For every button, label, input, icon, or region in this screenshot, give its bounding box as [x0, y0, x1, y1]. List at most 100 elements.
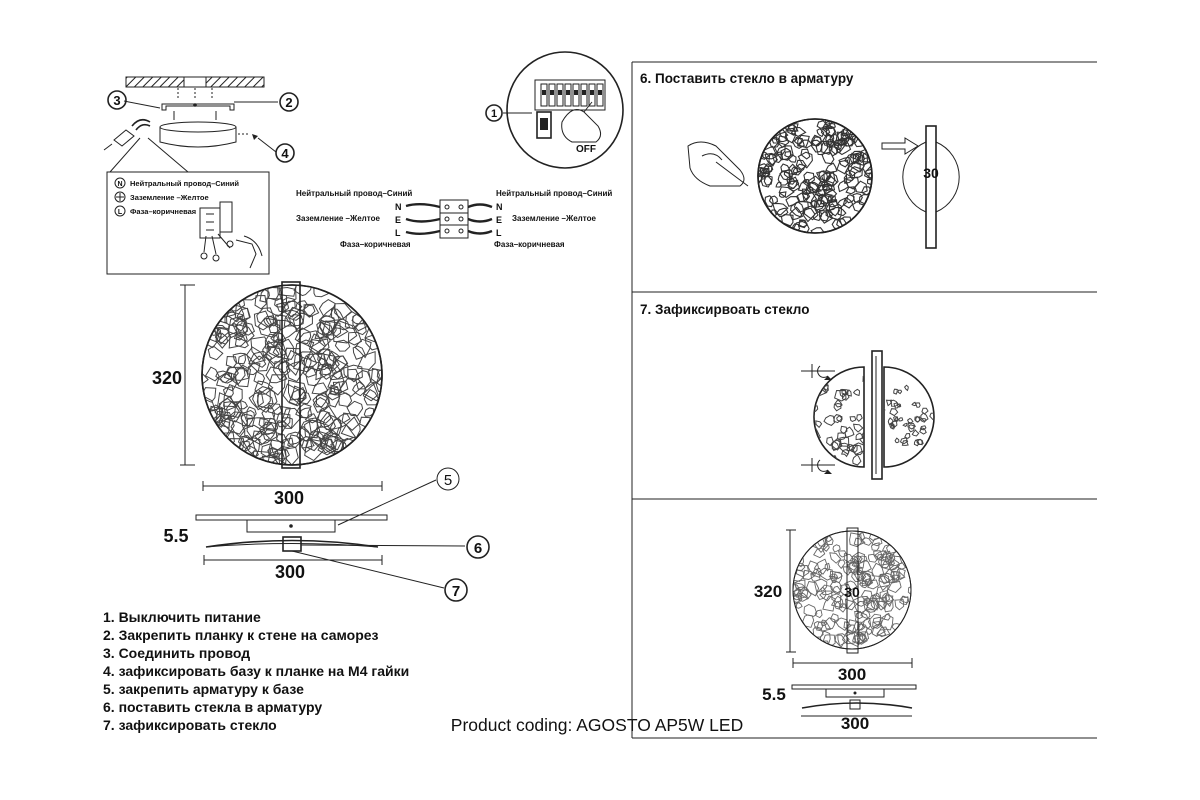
crack-cell	[855, 611, 869, 626]
breaker-off-bubble: OFF	[506, 51, 624, 169]
crack-cell	[258, 417, 272, 430]
crack-cell	[759, 167, 769, 174]
crack-cell	[874, 550, 888, 562]
crack-cell	[793, 589, 803, 601]
crack-cell	[911, 429, 920, 437]
crack-cell	[853, 537, 866, 546]
crack-cell	[888, 553, 896, 564]
crack-cell	[850, 555, 860, 564]
crack-cell	[784, 151, 792, 158]
crack-cell	[816, 621, 832, 632]
svg-text:Заземление –Желтое: Заземление –Желтое	[512, 214, 596, 223]
crack-cell	[334, 424, 357, 443]
crack-cell	[354, 338, 372, 359]
crack-cell	[789, 392, 801, 401]
callout-6: 6	[466, 535, 490, 559]
installation-steps: 1. Выключить питание 2. Закрепить планку…	[103, 609, 409, 733]
crack-cell	[225, 366, 239, 381]
crack-cell	[813, 578, 828, 593]
svg-text:N: N	[496, 202, 503, 212]
crack-cell	[795, 601, 803, 609]
crack-cell	[768, 153, 779, 166]
crack-cell	[834, 389, 847, 402]
bottom-width-dimension: 300	[275, 562, 305, 582]
crack-cell	[321, 320, 342, 341]
height-dimension: 320	[152, 368, 182, 388]
crack-cell	[809, 181, 822, 193]
crack-cell	[254, 294, 267, 310]
crack-cell	[894, 437, 900, 444]
svg-text:7: 7	[452, 583, 460, 600]
crack-cell	[776, 145, 794, 161]
fixture-top-profile: 5.5 300	[163, 479, 466, 589]
crack-cell	[895, 562, 907, 571]
crack-cell	[836, 415, 843, 423]
crack-cell	[818, 209, 834, 224]
crack-cell	[861, 572, 874, 587]
crack-cell	[793, 569, 805, 582]
crack-cell	[785, 196, 800, 208]
crack-cell	[847, 161, 861, 177]
ground-icon	[114, 191, 126, 203]
crack-cell	[832, 544, 841, 553]
crack-cell	[802, 569, 816, 580]
crack-cell	[813, 558, 829, 575]
crack-cell	[230, 420, 245, 438]
crack-cell	[879, 613, 894, 631]
crack-cell	[768, 195, 778, 205]
crack-cell	[363, 388, 380, 406]
crack-cell	[884, 595, 894, 608]
mounting-bracket	[161, 103, 235, 111]
svg-text:4: 4	[281, 146, 289, 161]
crack-cell	[353, 323, 367, 336]
crack-cell	[872, 621, 882, 629]
crack-cell	[878, 419, 882, 423]
crack-cell	[797, 134, 810, 148]
fixture-bar	[281, 281, 301, 469]
crack-cell	[855, 432, 864, 441]
crack-cell	[790, 201, 805, 218]
crack-cell	[823, 617, 836, 630]
crack-cell	[820, 619, 828, 626]
final-thickness: 5.5	[762, 685, 786, 704]
svg-text:Фаза–коричневая: Фаза–коричневая	[494, 240, 565, 249]
crack-cell	[214, 326, 230, 345]
crack-cell	[823, 171, 836, 187]
crack-cell	[787, 414, 798, 424]
crack-cell	[223, 366, 246, 386]
crack-cell	[257, 387, 278, 410]
crack-cell	[834, 634, 846, 649]
crack-cell	[800, 588, 812, 600]
crack-cell	[833, 414, 843, 424]
crack-cell	[321, 432, 344, 451]
crack-cell	[801, 390, 806, 395]
crack-cell	[862, 371, 864, 384]
crack-cell	[795, 159, 808, 171]
crack-cell	[850, 442, 864, 456]
crack-cell	[343, 364, 363, 381]
crack-cell	[819, 630, 831, 647]
depth-dimension: 5.5	[163, 526, 188, 546]
crack-cell	[875, 600, 886, 611]
crack-cell	[797, 592, 810, 602]
crack-cell	[843, 173, 854, 184]
crack-cell	[834, 399, 843, 408]
crack-cell	[308, 338, 330, 355]
crack-cell	[338, 377, 365, 398]
crack-cell	[295, 300, 309, 311]
svg-text:5: 5	[444, 472, 452, 489]
crack-cell	[867, 553, 879, 563]
crack-cell	[837, 550, 848, 558]
svg-text:N: N	[395, 202, 402, 212]
hand-icon	[687, 141, 745, 187]
crack-cell	[893, 388, 898, 395]
crack-cell	[849, 416, 857, 422]
crack-cell	[851, 551, 866, 569]
crack-cell	[246, 417, 265, 438]
crack-cell	[319, 319, 337, 336]
svg-text:L: L	[496, 228, 502, 238]
crack-cell	[293, 285, 314, 297]
crack-cell	[867, 613, 882, 630]
right-panels-frame	[631, 61, 1097, 739]
crack-cell	[814, 382, 819, 390]
